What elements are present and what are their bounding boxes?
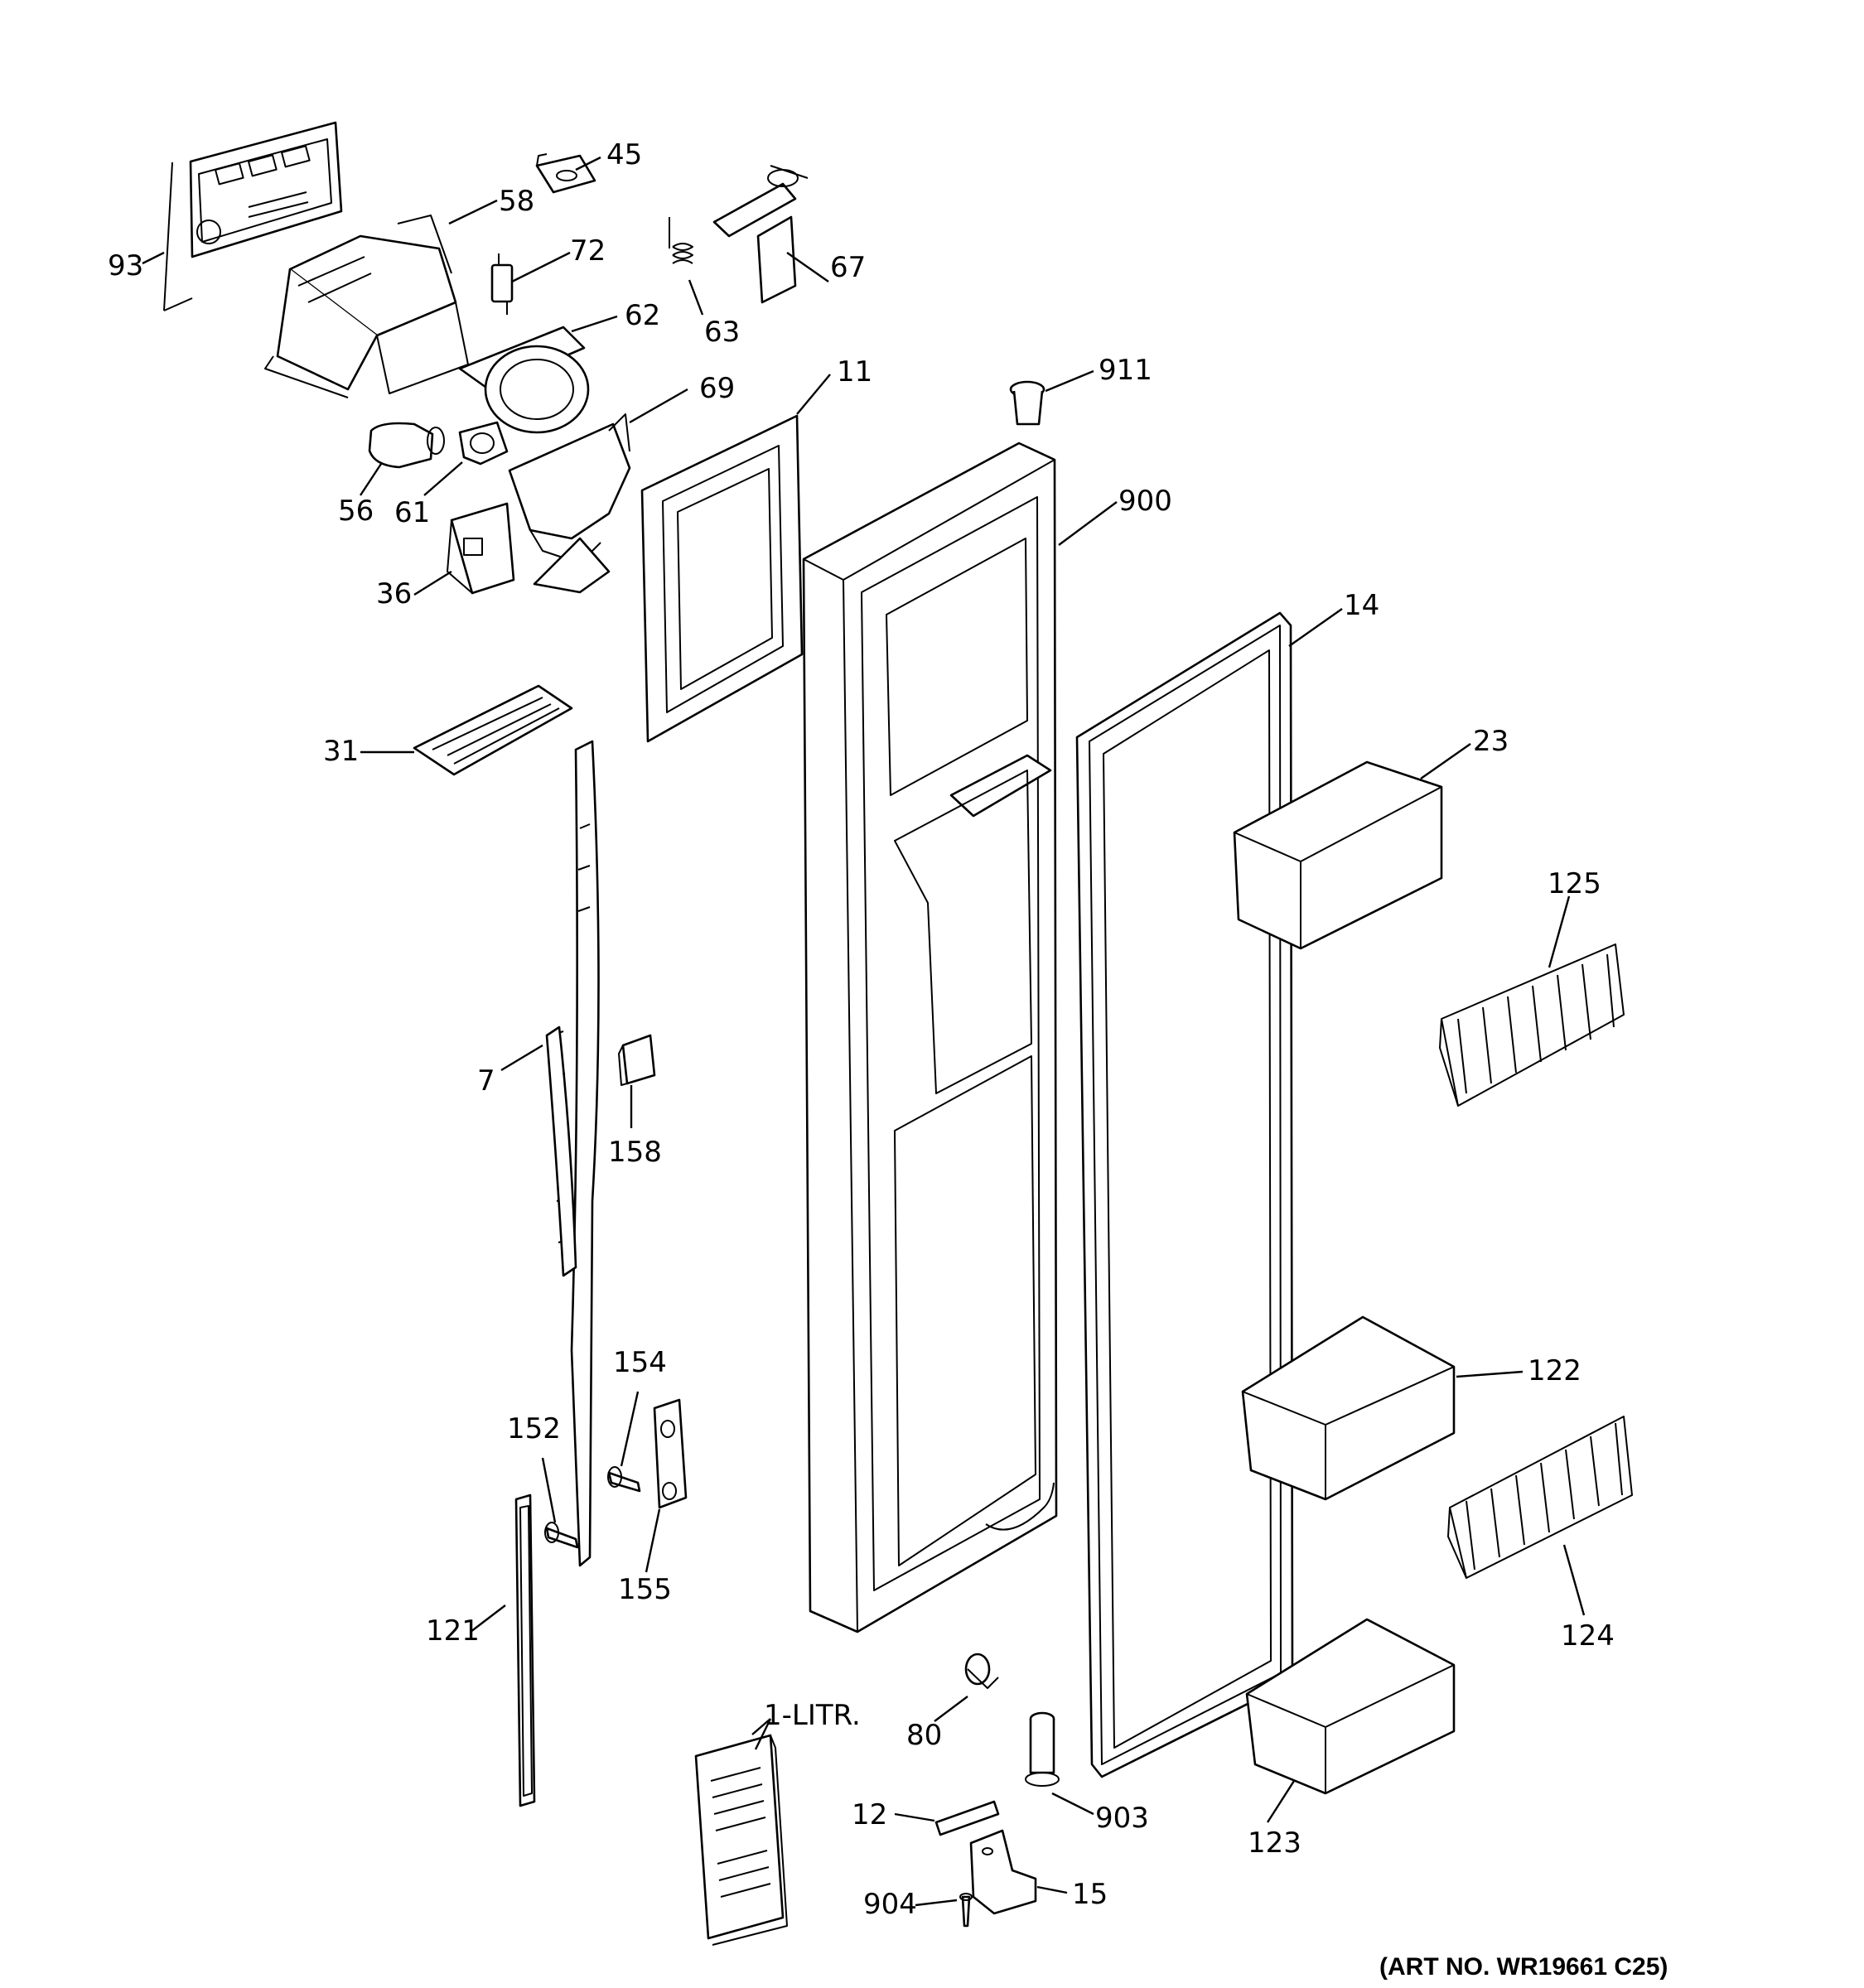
part-72-switch — [490, 253, 514, 315]
callout-124: 124 — [1561, 1619, 1615, 1653]
part-56-motor — [368, 422, 445, 469]
part-80-fitting — [964, 1653, 999, 1689]
callout-123: 123 — [1248, 1826, 1301, 1860]
callout-62: 62 — [625, 299, 660, 332]
part-31-grille — [413, 684, 573, 776]
part-69-chute — [508, 413, 631, 594]
callout-31: 31 — [323, 735, 359, 768]
part-36-bracket — [447, 502, 515, 595]
callout-1-litr: 1-LITR. — [764, 1699, 861, 1732]
part-124-basket — [1447, 1416, 1633, 1579]
part-911-cap — [1009, 380, 1045, 426]
callout-69: 69 — [699, 372, 735, 405]
callout-labels: 93 45 58 72 67 63 62 69 11 911 56 61 900… — [108, 138, 1615, 1921]
part-63-spring — [669, 217, 693, 264]
callout-14: 14 — [1344, 589, 1379, 622]
part-121-trim — [514, 1493, 536, 1807]
callout-7: 7 — [477, 1064, 495, 1098]
part-152-screw — [544, 1522, 579, 1549]
callout-903: 903 — [1095, 1802, 1149, 1835]
callout-67: 67 — [830, 251, 866, 284]
part-15-hinge — [969, 1829, 1037, 1915]
callout-121: 121 — [426, 1614, 480, 1648]
callout-45: 45 — [606, 138, 642, 171]
callout-11: 11 — [837, 355, 872, 388]
callout-158: 158 — [608, 1136, 662, 1169]
part-903-tube — [1025, 1711, 1060, 1787]
leader-lines — [142, 156, 1586, 1907]
callout-911: 911 — [1099, 354, 1152, 387]
part-45-bracket — [535, 153, 596, 194]
part-158-clip — [618, 1034, 656, 1086]
callout-80: 80 — [906, 1719, 942, 1752]
art-number: (ART NO. WR19661 C25) — [1379, 1953, 1668, 1981]
part-12-plate — [934, 1800, 1000, 1836]
callout-904: 904 — [863, 1888, 917, 1921]
callout-56: 56 — [338, 495, 374, 528]
part-23-bin — [1233, 760, 1443, 950]
part-7-handle — [545, 740, 600, 1567]
part-904-screw — [959, 1893, 973, 1928]
part-900-door — [802, 442, 1058, 1633]
callout-12: 12 — [852, 1798, 887, 1831]
callout-36: 36 — [376, 577, 412, 610]
callout-61: 61 — [394, 496, 430, 529]
callout-155: 155 — [618, 1573, 672, 1606]
callout-154: 154 — [613, 1346, 667, 1379]
callout-23: 23 — [1473, 725, 1509, 758]
callout-63: 63 — [704, 316, 740, 349]
part-11-dispenser-frame — [640, 414, 804, 743]
callout-72: 72 — [570, 234, 606, 268]
callout-58: 58 — [499, 185, 534, 218]
part-154-screw — [607, 1466, 641, 1493]
part-125-basket — [1439, 943, 1625, 1107]
callout-93: 93 — [108, 249, 143, 282]
part-61-coupler — [458, 421, 509, 466]
part-62-ring — [458, 326, 590, 434]
part-1-litr-literature — [694, 1734, 788, 1946]
part-58-dispenser-housing — [264, 215, 469, 398]
callout-15: 15 — [1072, 1878, 1108, 1911]
callout-122: 122 — [1528, 1354, 1582, 1387]
part-123-bin — [1245, 1618, 1456, 1795]
part-155-hinge — [653, 1398, 688, 1509]
part-93-control-panel — [163, 121, 343, 311]
part-67-actuator — [712, 165, 809, 304]
part-14-gasket — [1075, 611, 1294, 1778]
callout-900: 900 — [1118, 485, 1172, 518]
part-122-bin — [1241, 1315, 1456, 1501]
callout-125: 125 — [1548, 867, 1601, 900]
callout-152: 152 — [507, 1412, 561, 1445]
